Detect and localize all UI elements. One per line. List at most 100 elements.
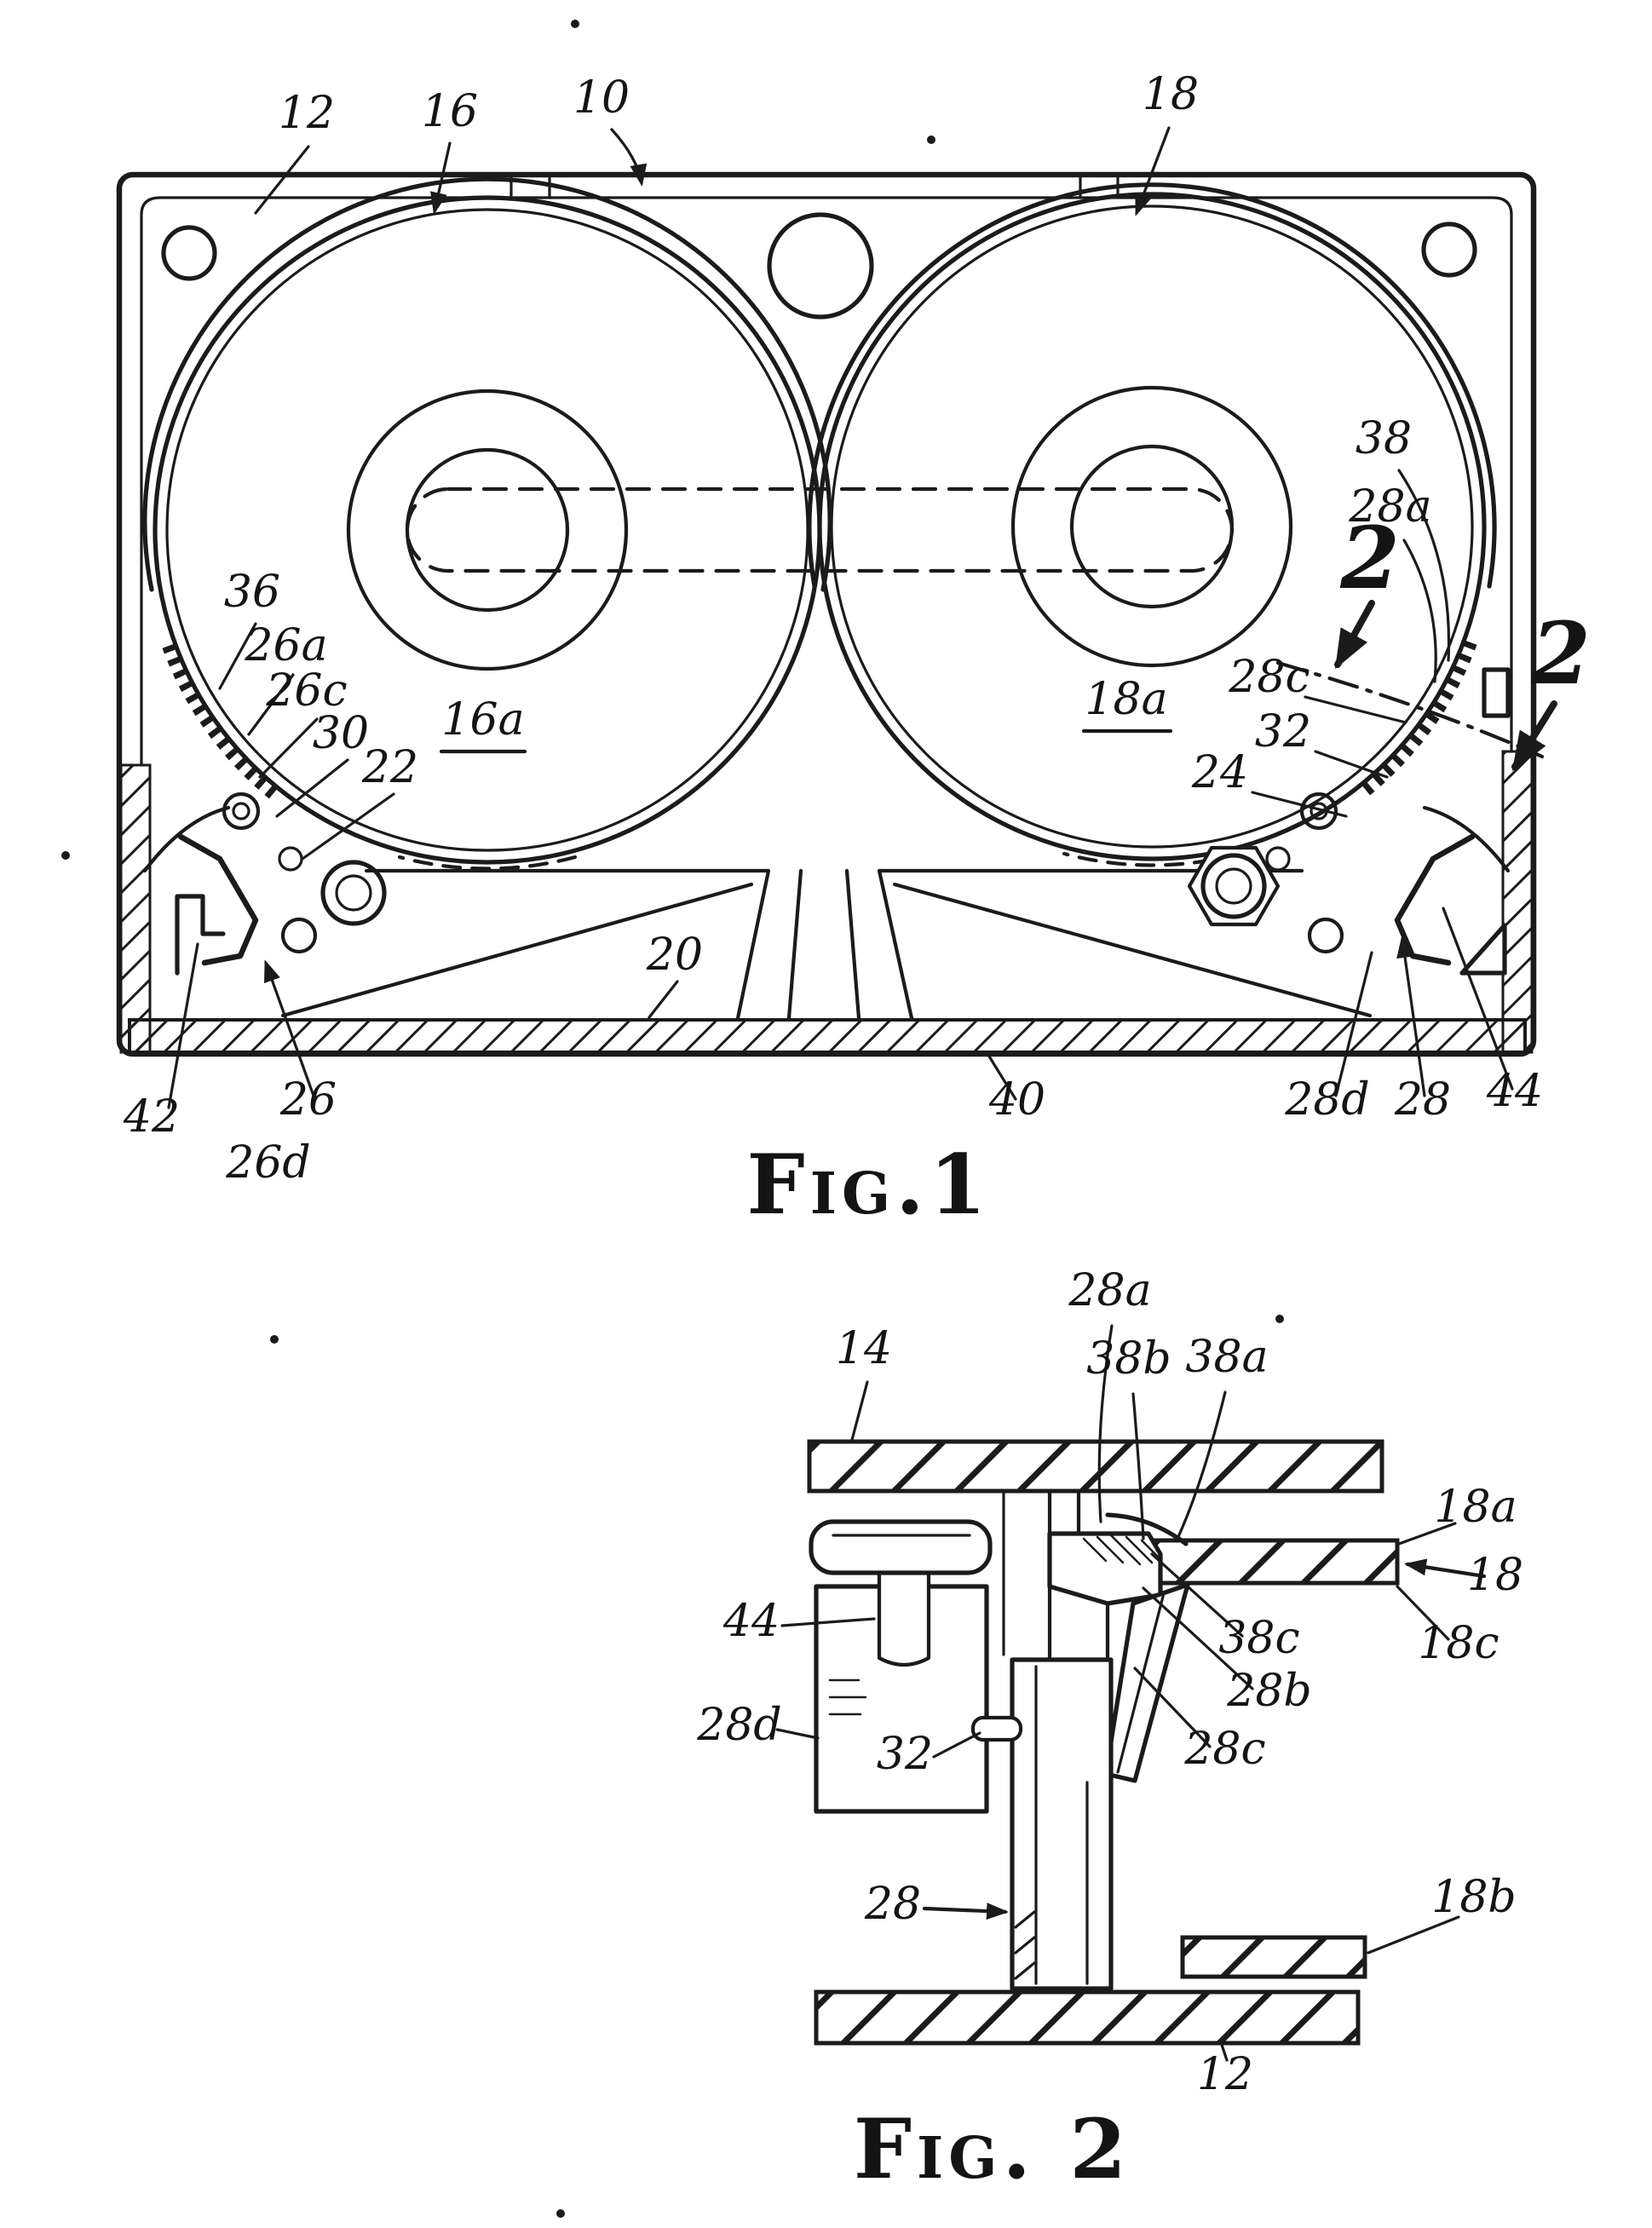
fig1-right-reel-rim (830, 204, 1474, 849)
fig2-leader-18c (1396, 1585, 1450, 1641)
fig1-bottom-guides (280, 868, 1373, 1021)
fig1-right-tape-dashed-arc (1062, 851, 1242, 867)
fig1-bottom-wall-hatch (128, 1018, 1527, 1054)
fig1-left-brake-lever (177, 833, 259, 966)
fig1-right-reel-hub-inner (1069, 444, 1235, 609)
ref-label-28a: 28a (1348, 481, 1431, 533)
ref-label-18-fig2: 18 (1467, 1550, 1523, 1601)
fig1-top-wall-tabs (509, 175, 1120, 199)
speck-5 (270, 1335, 279, 1344)
ref-label-36: 36 (224, 567, 280, 618)
ref-label-18a: 18a (1085, 674, 1167, 725)
fig2-post-inner-lines (1034, 1665, 1089, 1985)
fig2-block-shading (828, 1678, 867, 1716)
fig2-sloped-arm-inner-line (1116, 1592, 1166, 1774)
ref-label-28: 28 (1394, 1074, 1451, 1126)
fig1-leader-28a (1402, 538, 1437, 683)
fig1-right-reel-hub (1010, 385, 1293, 668)
ref-label-32: 32 (1255, 706, 1311, 757)
fig2-post-hatch-ticks (1014, 1910, 1036, 1980)
fig1-leader-10 (610, 128, 648, 187)
fig1-left-boss-outer (320, 860, 387, 926)
fig2-leader-28b (1142, 1586, 1254, 1690)
fig1-left-reel-rim (165, 208, 809, 852)
fig1-leader-18 (1135, 126, 1171, 216)
ref-label-26a: 26a (244, 620, 327, 671)
ref-label-18a-fig2: 18a (1434, 1482, 1517, 1533)
speck-3 (61, 851, 70, 860)
fig1-hub-window-dashed (405, 486, 1235, 573)
fig1-right-boss-outer (1200, 853, 1267, 919)
fig1-caption: Fig.1 (747, 1137, 992, 1233)
ref-label-24: 24 (1191, 747, 1248, 798)
fig1-left-boss-inner (335, 874, 372, 912)
fig2-leader-28d (775, 1728, 820, 1740)
fig2-bottom-plate-12 (814, 1989, 1361, 2046)
fig2-pin-44 (877, 1570, 931, 1667)
ref-label-18b: 18b (1431, 1872, 1516, 1923)
fig1-right-reel-shield (807, 182, 1497, 589)
fig2-post-28 (1010, 1657, 1114, 1991)
speck-1 (571, 20, 579, 28)
fig1-left-corner-bracket (175, 894, 226, 976)
ref-label-32-fig2: 32 (877, 1729, 933, 1780)
ref-label-22: 22 (361, 742, 418, 793)
fig1-leader-28c (1304, 695, 1407, 724)
ref-label-28c: 28c (1228, 652, 1310, 703)
fig2-leader-18 (1404, 1558, 1487, 1579)
ref-label-18: 18 (1143, 69, 1199, 120)
ref-label-section-2-left: 2 (1339, 508, 1400, 608)
ref-label-38b: 38b (1086, 1333, 1171, 1385)
ref-label-28-fig2: 28 (864, 1879, 921, 1930)
fig2-leader-28c (1133, 1667, 1212, 1748)
fig1-leader-22 (301, 792, 395, 861)
fig1-right-corner-post (1482, 667, 1511, 718)
fig1-leader-16 (430, 141, 452, 215)
fig1-leader-30 (275, 758, 349, 818)
ref-label-38: 38 (1356, 413, 1412, 464)
fig1-housing-outline (116, 171, 1537, 1057)
fig1-leader-26c (258, 717, 319, 779)
fig1-leader-44 (1442, 907, 1514, 1091)
ref-label-30: 30 (313, 708, 369, 759)
fig1-leader-42 (167, 942, 199, 1109)
fig1-leader-28 (1396, 936, 1426, 1097)
ref-label-16: 16 (422, 86, 478, 137)
fig2-leader-38a (1176, 1390, 1227, 1540)
ref-label-14: 14 (836, 1323, 892, 1374)
ref-label-38a: 38a (1185, 1332, 1268, 1383)
fig2-plate-18 (1124, 1538, 1400, 1586)
ref-label-12-fig2: 12 (1197, 2049, 1253, 2100)
fig1-right-reel-outer (817, 192, 1487, 861)
fig1-right-corner-wedge (1459, 923, 1507, 976)
fig1-leader-26a (247, 673, 295, 736)
fig2-leader-38b (1131, 1392, 1145, 1540)
ref-label-28a-fig2: 28a (1068, 1265, 1151, 1316)
ref-label-18c: 18c (1418, 1618, 1499, 1669)
ref-label-42: 42 (123, 1091, 180, 1143)
fig2-cap-piece (809, 1519, 993, 1575)
fig2-hanger (1047, 1488, 1081, 1536)
fig2-latch-head-shading (1082, 1534, 1160, 1566)
fig1-left-brake-spring (142, 805, 231, 873)
ref-label-26c: 26c (265, 665, 347, 717)
fig2-sloped-arm-28b (1103, 1582, 1190, 1783)
fig1-right-boss-inner (1215, 867, 1252, 905)
ref-label-28b: 28b (1226, 1666, 1311, 1717)
ref-label-28d: 28d (1284, 1074, 1369, 1126)
fig1-section-line-2-2 (1275, 660, 1545, 759)
fig1-left-wall-hatch (119, 763, 152, 1054)
fig1-right-small-post (1265, 846, 1291, 872)
scan-specks (61, 20, 1284, 2218)
fig1-left-reel-outer (153, 195, 822, 865)
ref-label-section-2-right: 2 (1530, 603, 1591, 704)
fig1-center-roller (767, 212, 874, 320)
fig1-right-roller (1307, 917, 1344, 954)
fig2-leader-12 (1220, 2043, 1229, 2062)
fig1-left-roller (280, 917, 318, 954)
fig1-right-pivot-outer (1299, 792, 1338, 831)
ref-label-16a: 16a (441, 694, 524, 746)
fig1-leader-12 (254, 145, 310, 215)
fig2-leader-14 (850, 1380, 869, 1442)
